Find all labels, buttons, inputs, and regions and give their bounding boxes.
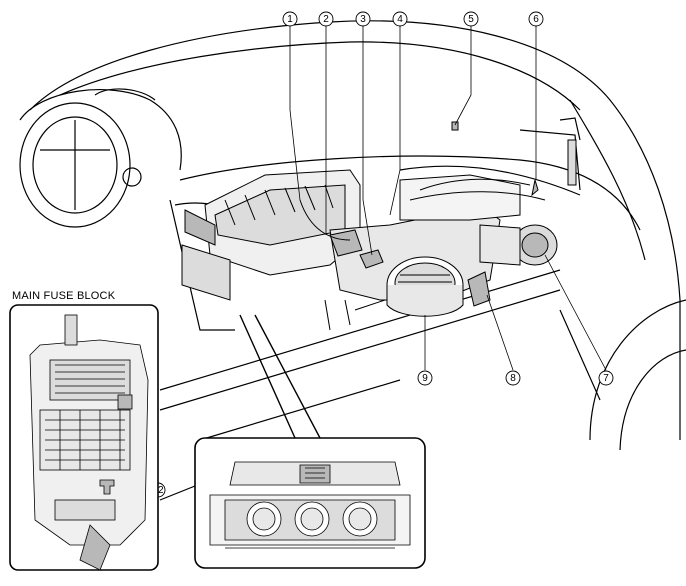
callout-circle: [505, 370, 521, 386]
main-fuse-block-title: MAIN FUSE BLOCK: [12, 290, 116, 302]
callout-circle: [463, 11, 479, 27]
callout-circle: [355, 11, 371, 27]
callout-circle: [598, 370, 614, 386]
callout-number: 4: [397, 14, 403, 25]
main-fuse-block-inset: [9, 304, 159, 571]
callout-number: 7: [603, 373, 609, 384]
control-panel-body: [209, 461, 411, 549]
leader-lines: [115, 26, 607, 491]
climate-control-panel-inset: [194, 314, 426, 569]
callout-9: 9: [417, 370, 433, 386]
callout-number: 2: [323, 14, 329, 25]
callout-6: 6: [528, 11, 544, 27]
hvac-unit: [181, 121, 577, 331]
callout-5: 5: [463, 11, 479, 27]
callout-circle: [528, 11, 544, 27]
callout-number: 5: [468, 14, 474, 25]
callout-4: 4: [392, 11, 408, 27]
callout-circle: [318, 11, 334, 27]
callout-1: 1: [282, 11, 298, 27]
callout-number: 3: [360, 14, 366, 25]
callout-number: 6: [533, 14, 539, 25]
callout-circle: [392, 11, 408, 27]
fuse-block-body: [29, 314, 149, 571]
callout-8: 8: [505, 370, 521, 386]
callout-circle: [417, 370, 433, 386]
callout-number: 1: [287, 14, 293, 25]
callout-2: 2: [318, 11, 334, 27]
callout-7: 7: [598, 370, 614, 386]
callout-number: 9: [422, 373, 428, 384]
callout-3: 3: [355, 11, 371, 27]
callout-circle: [282, 11, 298, 27]
callout-number: 8: [510, 373, 516, 384]
